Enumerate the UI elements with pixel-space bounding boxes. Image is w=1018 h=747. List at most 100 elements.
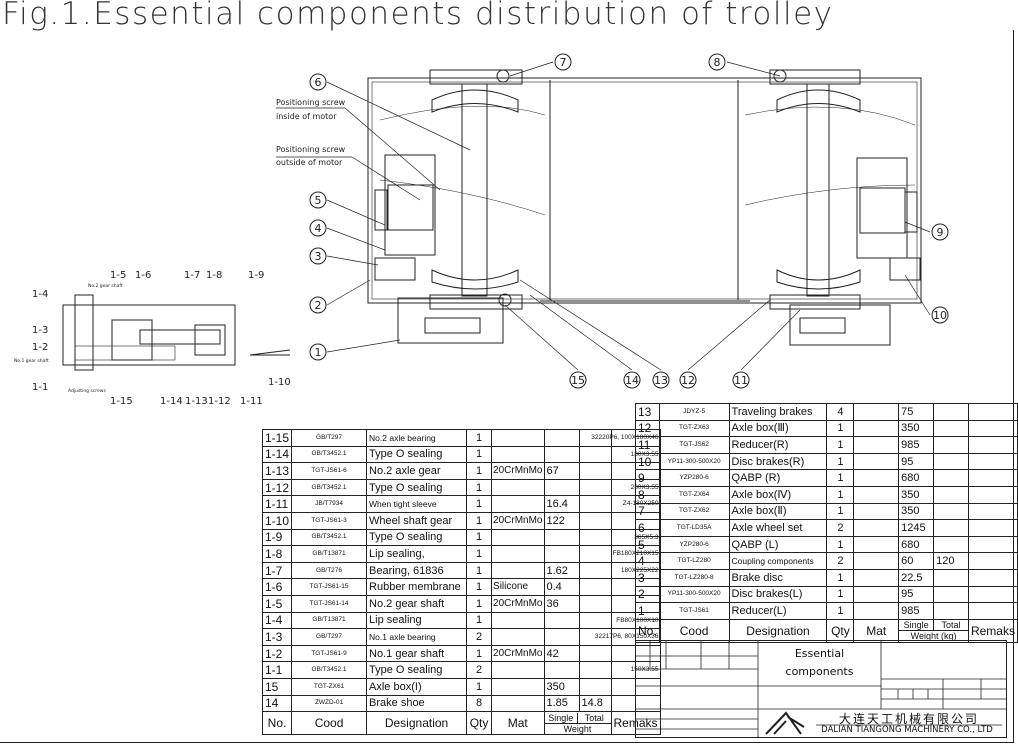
cell-qty: 2 bbox=[826, 519, 855, 537]
header-qty: Qty bbox=[826, 618, 855, 643]
cell-designation: No.1 gear shaft bbox=[366, 644, 468, 663]
callout-3: 3 bbox=[309, 247, 327, 265]
cell-no: 1-2 bbox=[261, 644, 293, 663]
cell-single-weight: 350 bbox=[898, 485, 935, 504]
remarks-text: 32220P6, 100X180X46 bbox=[591, 434, 659, 441]
cell-code: YP11-300-500X20 bbox=[658, 585, 730, 604]
cell-material bbox=[853, 519, 900, 537]
callout-5: 5 bbox=[309, 191, 327, 209]
cell-code: ZWZD-01 bbox=[291, 694, 368, 713]
callout-number: 9 bbox=[937, 226, 944, 239]
cell-code: TGT-JS61-15 bbox=[291, 578, 368, 596]
header-qty: Qty bbox=[466, 711, 493, 736]
cell-designation: Lip sealing bbox=[366, 611, 468, 630]
cell-single-weight: 75 bbox=[898, 403, 935, 421]
cell-designation: Reducer(L) bbox=[728, 602, 828, 620]
section-callout-3: 1-3 bbox=[32, 325, 48, 336]
callout-number: 6 bbox=[315, 76, 322, 89]
callout-2: 2 bbox=[309, 296, 327, 314]
callout-circle bbox=[569, 371, 587, 389]
cell-designation: Brake disc bbox=[728, 568, 828, 587]
cell-designation: No.1 axle bearing bbox=[366, 628, 468, 646]
cell-code: GB/T297 bbox=[291, 628, 368, 646]
cell-material bbox=[491, 429, 545, 447]
cell-designation: Wheel shaft gear bbox=[366, 511, 468, 530]
cell-qty: 1 bbox=[466, 511, 493, 530]
cell-total-weight bbox=[933, 452, 969, 471]
cell-qty: 1 bbox=[466, 578, 493, 596]
cell-code: TGT-JS61-6 bbox=[291, 462, 368, 480]
cell-total-weight bbox=[933, 502, 969, 521]
callout-circle bbox=[309, 343, 327, 361]
section-callout-5: 1-5 bbox=[110, 270, 126, 281]
cell-code: GB/T3452.1 bbox=[291, 528, 368, 547]
cell-single-weight bbox=[543, 478, 580, 497]
cell-qty: 4 bbox=[826, 403, 855, 421]
cell-material bbox=[853, 452, 900, 471]
cell-total-weight: 120 bbox=[933, 552, 969, 570]
cell-total-weight bbox=[578, 677, 612, 696]
cell-material bbox=[853, 436, 900, 454]
cell-single-weight: 95 bbox=[898, 452, 935, 471]
cell-remarks bbox=[967, 403, 1018, 421]
cell-code: GB/T13871 bbox=[291, 545, 368, 563]
cell-material bbox=[853, 535, 900, 554]
callout-1: 1 bbox=[309, 343, 327, 361]
remarks-text: 32217P6, 80X150X36 bbox=[594, 633, 659, 641]
company-name-cn: 大连天工机械有限公司 bbox=[838, 712, 979, 726]
callout-circle bbox=[679, 371, 697, 389]
cell-designation: Reducer(R) bbox=[728, 436, 828, 454]
cell-material bbox=[853, 485, 900, 504]
title-block: Essential components 大连天工机械有限公司 DALIAN T… bbox=[635, 640, 1007, 738]
cell-qty: 1 bbox=[466, 429, 493, 447]
cell-single-weight: 67 bbox=[543, 462, 580, 480]
cell-designation: Disc brakes(L) bbox=[728, 585, 828, 604]
header-remarks: Remaks bbox=[967, 618, 1018, 643]
cell-single-weight: 350 bbox=[543, 677, 580, 696]
cell-single-weight: 1245 bbox=[898, 519, 935, 537]
cell-material bbox=[491, 661, 545, 679]
cell-code: TGT-ZX64 bbox=[658, 485, 730, 504]
cell-single-weight: 350 bbox=[898, 502, 935, 521]
callout-number: 13 bbox=[654, 374, 668, 387]
cell-no: 1-7 bbox=[261, 561, 293, 580]
cell-total-weight bbox=[933, 419, 969, 438]
callout-10: 10 bbox=[931, 306, 949, 324]
cell-single-weight: 16.4 bbox=[543, 495, 580, 513]
cell-qty: 1 bbox=[466, 594, 493, 613]
cell-single-weight: 985 bbox=[898, 436, 935, 454]
cell-total-weight bbox=[578, 578, 612, 596]
header-total: Total bbox=[584, 712, 604, 723]
annotation-screw-inside-2: inside of motor bbox=[276, 112, 337, 121]
cell-designation: Coupling components bbox=[728, 552, 828, 570]
cell-remarks bbox=[967, 502, 1018, 521]
cell-remarks bbox=[967, 602, 1018, 620]
cell-no: 5 bbox=[635, 535, 660, 554]
cell-material bbox=[853, 568, 900, 587]
cell-designation: No.2 gear shaft bbox=[366, 594, 468, 613]
annotations: Positioning screw inside of motor Positi… bbox=[14, 98, 346, 394]
callout-circle bbox=[652, 371, 670, 389]
cell-code: TGT-JS61 bbox=[658, 602, 730, 620]
cell-single-weight bbox=[543, 445, 580, 464]
section-callout-14: 1-14 bbox=[160, 396, 183, 407]
cell-qty: 1 bbox=[826, 535, 855, 554]
cell-no: 6 bbox=[635, 519, 660, 537]
cell-code: GB/T297 bbox=[291, 429, 368, 447]
cell-single-weight bbox=[543, 661, 580, 679]
callout-12: 12 bbox=[679, 371, 697, 389]
cell-no: 7 bbox=[635, 502, 660, 521]
